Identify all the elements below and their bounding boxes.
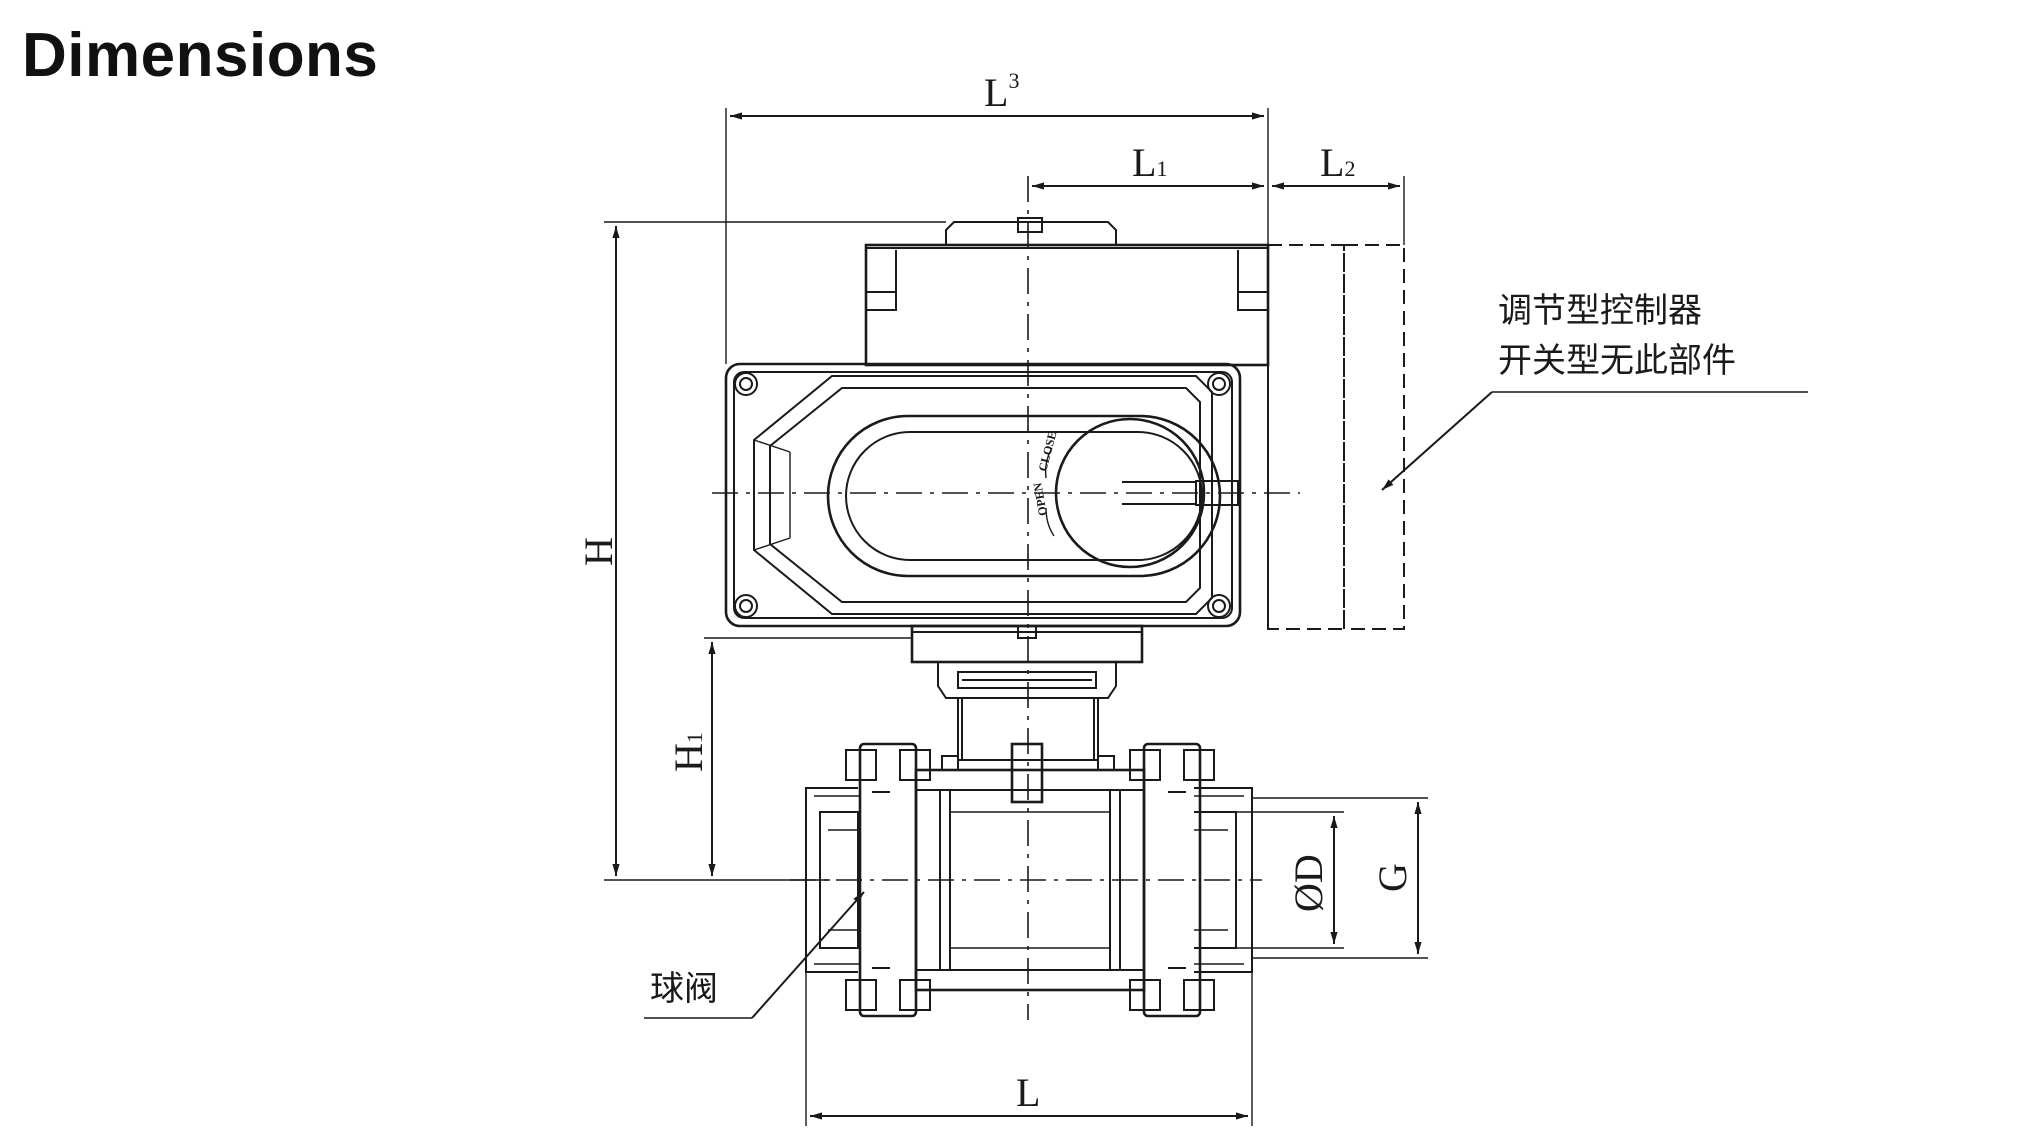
dim-l2-label: L	[1320, 140, 1344, 185]
dimension-l1: L1	[1032, 140, 1264, 190]
dim-l3-label: L	[984, 70, 1008, 115]
dimension-d: ØD	[1236, 811, 1344, 949]
dim-d-label: ØD	[1286, 854, 1331, 912]
dimension-h1: H1	[666, 637, 912, 876]
open-indicator-label: OPEN	[1030, 481, 1050, 517]
controller-callout: 调节型控制器 开关型无此部件	[1381, 291, 1808, 491]
dimension-h: H	[576, 221, 946, 881]
dimension-g: G	[1252, 797, 1428, 959]
dim-l1-sub: 1	[1156, 156, 1167, 181]
dim-h1-sub: 1	[682, 732, 707, 743]
dim-l3-sup: 3	[1008, 68, 1019, 93]
dim-h1-label: H	[666, 743, 711, 772]
svg-text:L1: L1	[1132, 140, 1167, 185]
controller-callout-line2: 开关型无此部件	[1498, 341, 1736, 381]
page-title: Dimensions	[22, 21, 379, 90]
svg-text:L3: L3	[984, 68, 1019, 115]
dim-l2-sub: 2	[1344, 156, 1355, 181]
valve-callout: 球阀	[644, 891, 865, 1019]
svg-text:H1: H1	[666, 732, 711, 772]
dim-l-label: L	[1016, 1070, 1040, 1115]
dim-g-label: G	[1370, 863, 1415, 892]
dimension-l2: L2	[1272, 140, 1405, 245]
actuator: CLOSE OPEN	[724, 217, 1405, 760]
valve-callout-label: 球阀	[650, 969, 718, 1009]
dim-h-label: H	[576, 537, 621, 566]
dimension-l: L	[805, 972, 1253, 1126]
close-indicator-label: CLOSE	[1035, 430, 1059, 473]
dimension-l3: L3	[725, 68, 1269, 364]
svg-text:L2: L2	[1320, 140, 1355, 185]
dim-l1-label: L	[1132, 140, 1156, 185]
controller-callout-line1: 调节型控制器	[1498, 291, 1702, 331]
center-lines	[712, 176, 1300, 1020]
